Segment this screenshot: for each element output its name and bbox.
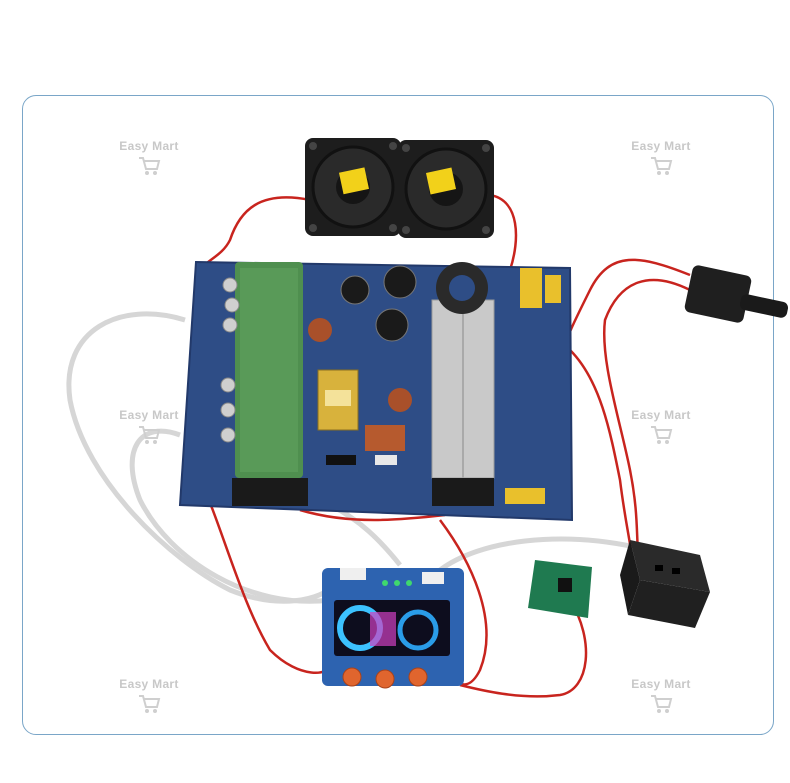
cooling-fan-right xyxy=(398,140,494,238)
shopping-cart-icon xyxy=(139,695,161,713)
watermark-text: Easy Mart xyxy=(631,677,691,691)
watermark-text: Easy Mart xyxy=(119,677,179,691)
red-wires xyxy=(194,193,691,698)
inverter-main-board xyxy=(178,260,574,522)
control-board xyxy=(528,560,592,618)
lcd-display-board xyxy=(322,568,464,689)
watermark-text: Easy Mart xyxy=(631,139,691,153)
power-cord-plug xyxy=(684,265,789,323)
watermark: Easy Mart xyxy=(616,139,706,176)
cooling-fan-left xyxy=(305,138,401,236)
watermark-text: Easy Mart xyxy=(631,408,691,422)
watermark-text: Easy Mart xyxy=(119,408,179,422)
watermark: Easy Mart xyxy=(104,139,194,176)
universal-socket xyxy=(620,540,710,628)
watermark-text: Easy Mart xyxy=(119,139,179,153)
watermark: Easy Mart xyxy=(104,408,194,445)
watermark: Easy Mart xyxy=(104,677,194,714)
shopping-cart-icon xyxy=(651,157,673,175)
shopping-cart-icon xyxy=(139,426,161,444)
shopping-cart-icon xyxy=(651,695,673,713)
watermark: Easy Mart xyxy=(616,677,706,714)
watermark: Easy Mart xyxy=(616,408,706,445)
product-frame xyxy=(22,95,774,735)
shopping-cart-icon xyxy=(651,426,673,444)
shopping-cart-icon xyxy=(139,157,161,175)
